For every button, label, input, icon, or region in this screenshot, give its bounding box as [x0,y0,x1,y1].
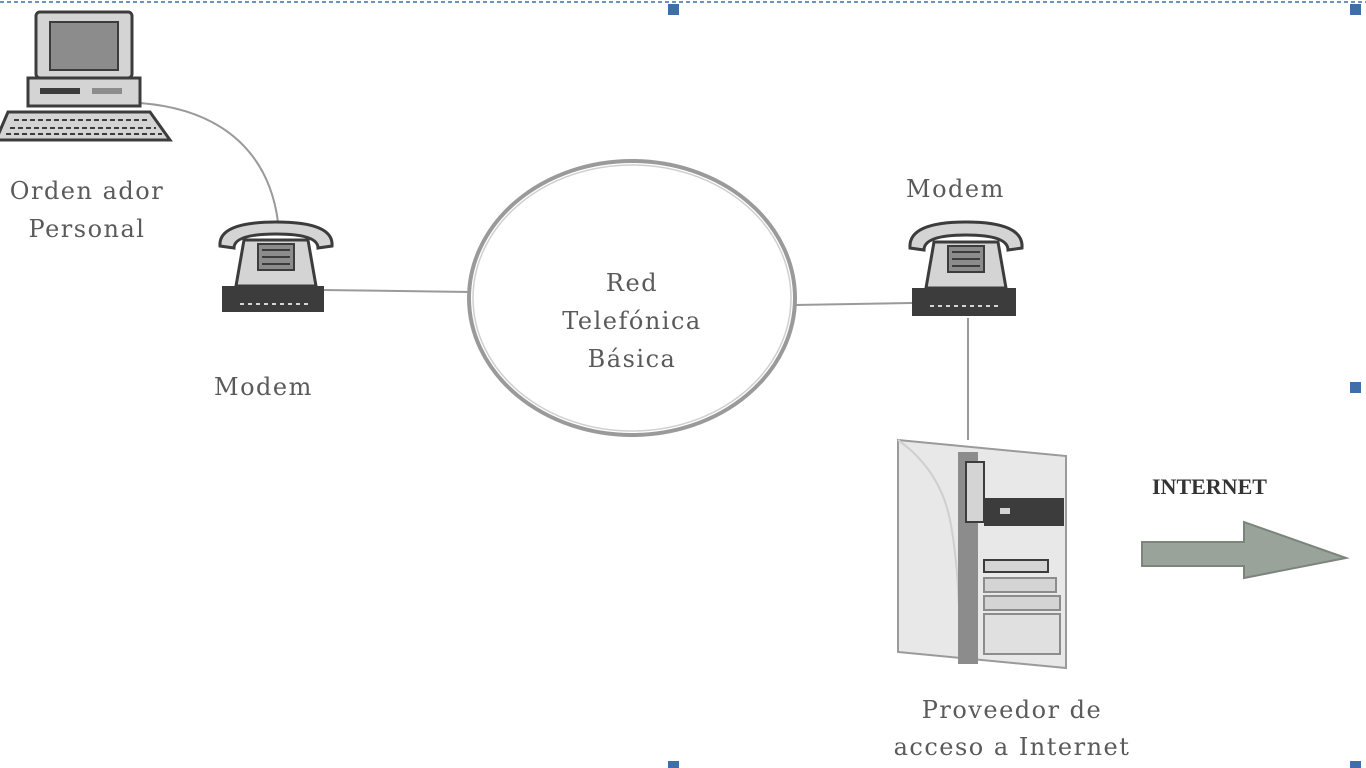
network-label: Red Telefónica Básica [552,264,712,378]
network-label-line2: Telefónica [562,307,702,335]
telephone-modem-icon [218,220,334,312]
modem-right-label: Modem [906,175,1005,203]
selection-handle-bottom-right[interactable] [1350,761,1361,768]
pc-to-modem-cable [139,102,279,223]
desktop-computer-icon [0,10,173,142]
server-tower-icon [897,438,1067,670]
network-label-line3: Básica [587,345,677,373]
network-cloud [467,159,797,437]
server-label-line1: Proveedor de [921,696,1103,724]
telephone-modem-icon [908,220,1024,316]
selection-handle-top[interactable] [668,4,679,15]
modem-to-network-line [321,289,471,293]
right-arrow-icon [1141,520,1350,580]
selection-handle-top-right[interactable] [1350,4,1361,15]
network-label-line1: Red [605,269,659,297]
pc-label-line1: Orden ador [9,177,165,205]
server-label-line2: acceso a Internet [893,733,1131,761]
selection-handle-bottom[interactable] [668,761,679,768]
internet-label: INTERNET [1152,474,1267,499]
pc-label-line2: Personal [28,215,146,243]
server-label: Proveedor de acceso a Internet [880,692,1144,766]
network-to-modem-line [794,302,913,306]
pc-label: Orden ador Personal [6,172,168,248]
modem-left-label: Modem [214,373,313,401]
selection-handle-right[interactable] [1350,382,1361,393]
